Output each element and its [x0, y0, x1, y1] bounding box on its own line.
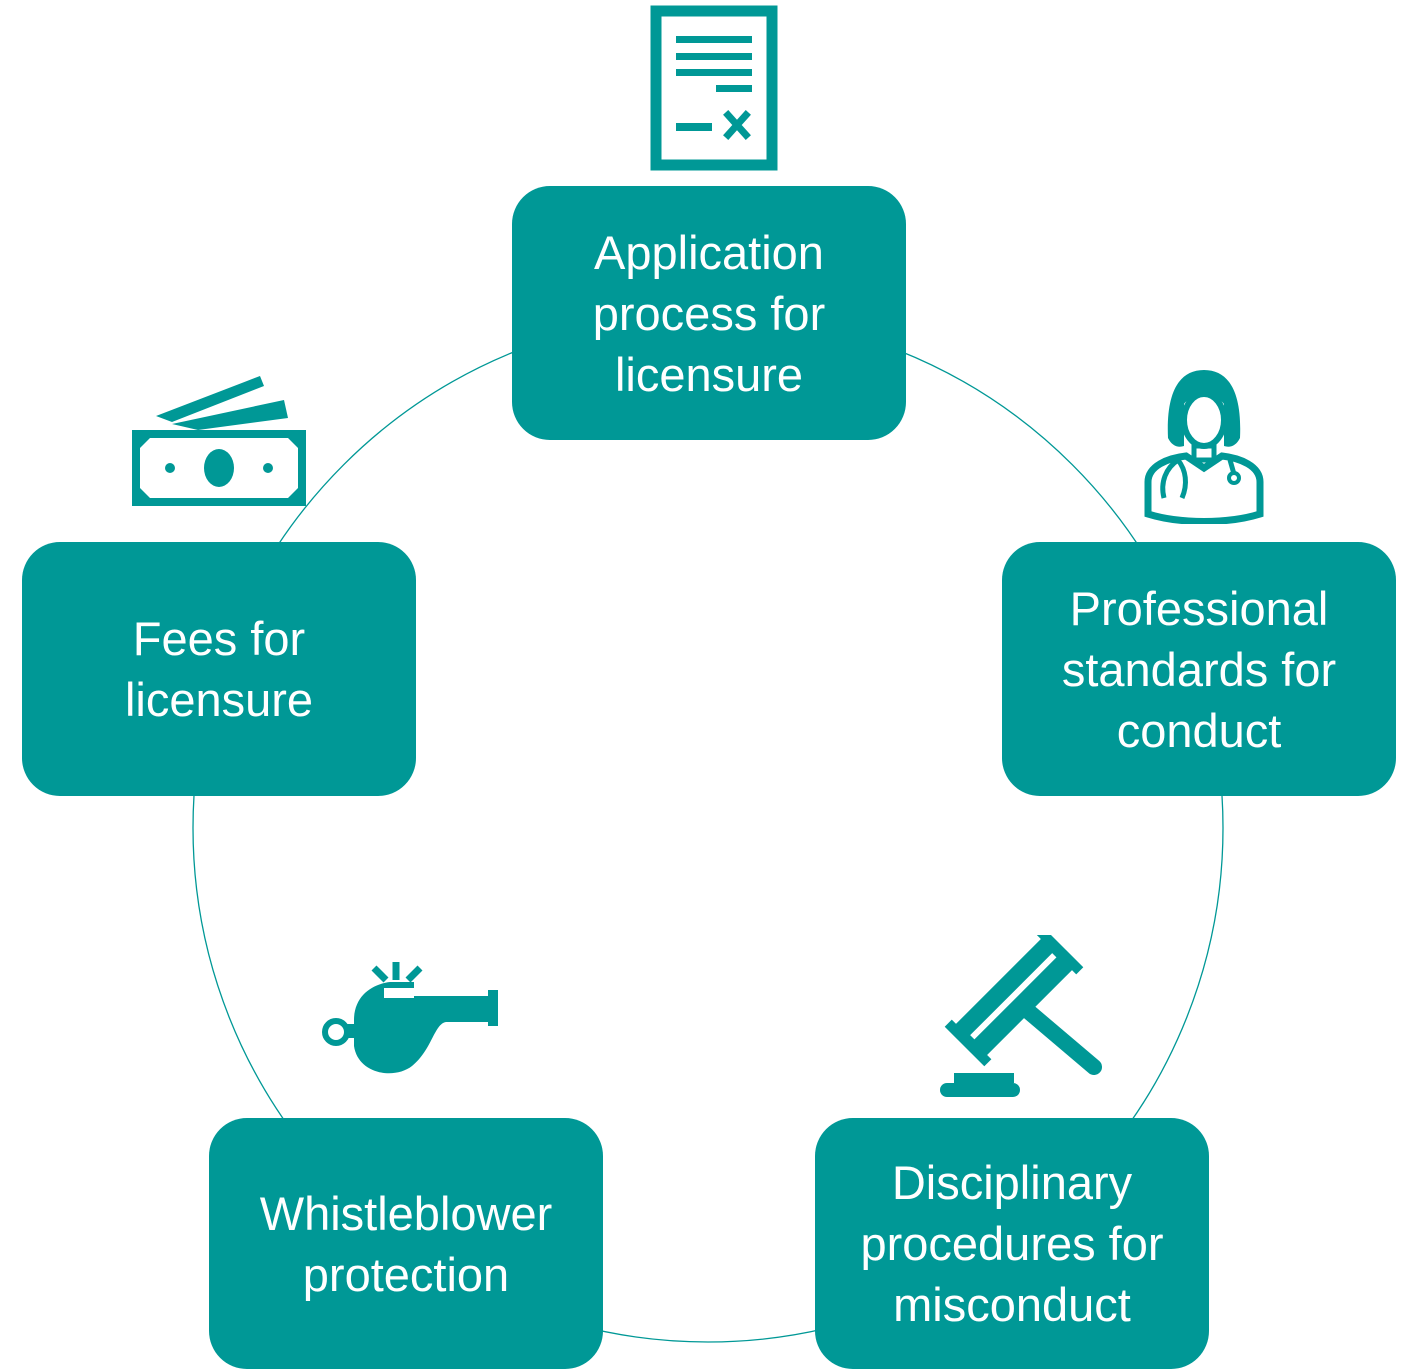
node-professional-standards: Professional standards for conduct — [1002, 542, 1396, 796]
node-label: Whistleblower protection — [259, 1186, 553, 1301]
node-label: Fees for licensure — [124, 612, 314, 726]
whistle-icon — [322, 962, 498, 1074]
node-label: Disciplinary procedures for misconduct — [860, 1156, 1164, 1331]
money-icon — [132, 376, 306, 506]
node-disciplinary-procedures: Disciplinary procedures for misconduct — [815, 1118, 1209, 1369]
node-label: Professional standards for conduct — [1061, 581, 1337, 757]
node-label: Application process for licensure — [592, 225, 826, 401]
node-application-process: Application process for licensure — [512, 186, 906, 440]
gavel-icon — [940, 935, 1102, 1097]
doctor-icon — [1144, 370, 1264, 524]
document-icon — [650, 5, 778, 171]
node-whistleblower-protection: Whistleblower protection — [209, 1118, 603, 1369]
node-fees-for-licensure: Fees for licensure — [22, 542, 416, 796]
